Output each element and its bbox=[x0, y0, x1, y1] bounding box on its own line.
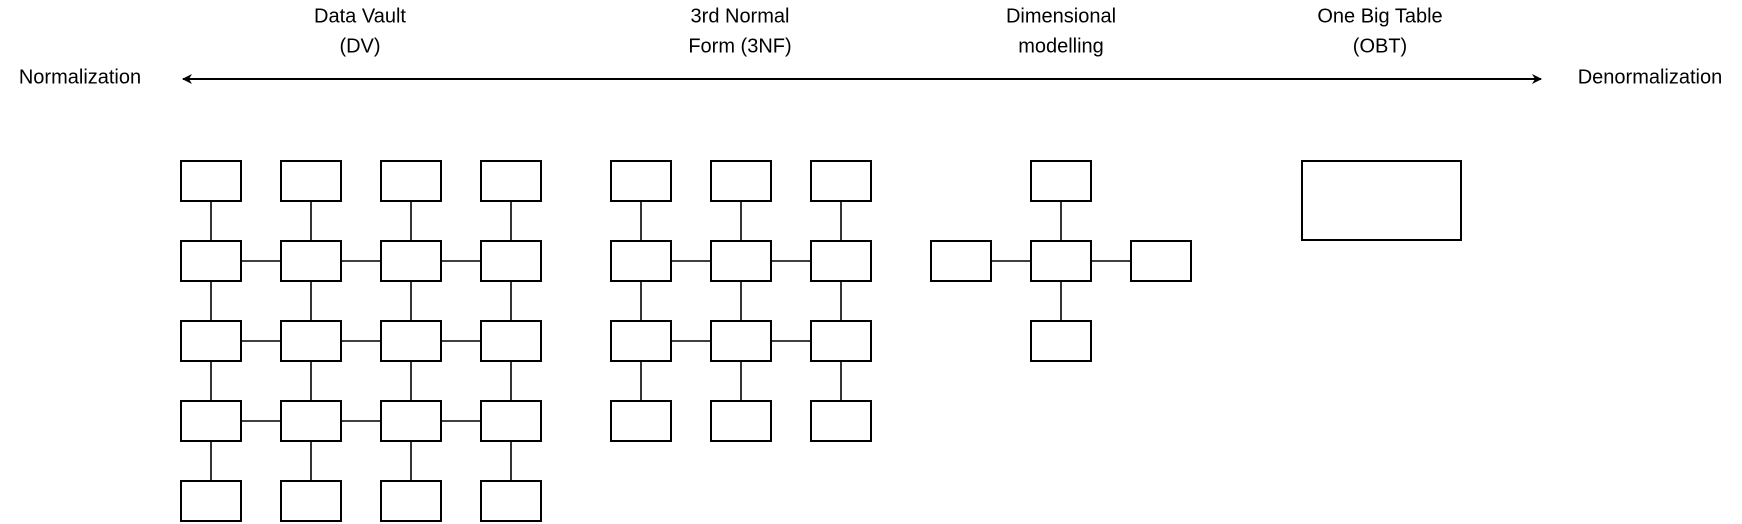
table-box bbox=[810, 320, 872, 362]
satellite-table-box bbox=[810, 160, 872, 202]
data-vault-schema bbox=[180, 160, 542, 522]
category-title-line1: 3rd Normal bbox=[691, 5, 790, 27]
satellite-table-box bbox=[180, 160, 242, 202]
dimension-table-box bbox=[930, 240, 992, 282]
satellite-table-box bbox=[280, 160, 342, 202]
axis-right-label: Denormalization bbox=[1578, 66, 1723, 88]
table-box bbox=[480, 320, 542, 362]
table-box bbox=[710, 240, 772, 282]
category-title-3nf: 3rd Normal Form (3NF) bbox=[688, 5, 791, 57]
dimension-table-box bbox=[1130, 240, 1192, 282]
satellite-table-box bbox=[710, 400, 772, 442]
table-box bbox=[180, 320, 242, 362]
table-box bbox=[380, 320, 442, 362]
satellite-table-box bbox=[610, 400, 672, 442]
table-box bbox=[480, 400, 542, 442]
table-box bbox=[610, 240, 672, 282]
category-title-line2: Form (3NF) bbox=[688, 35, 791, 57]
category-title-line1: Dimensional bbox=[1006, 5, 1116, 27]
dimensional-star-schema bbox=[930, 160, 1192, 362]
satellite-table-box bbox=[810, 400, 872, 442]
table-box bbox=[380, 240, 442, 282]
category-title-line1: Data Vault bbox=[314, 5, 406, 27]
table-box bbox=[280, 320, 342, 362]
table-box bbox=[380, 400, 442, 442]
satellite-table-box bbox=[180, 480, 242, 522]
dimension-table-box bbox=[1030, 160, 1092, 202]
dimension-table-box bbox=[1030, 320, 1092, 362]
satellite-table-box bbox=[710, 160, 772, 202]
one-big-table-schema bbox=[1301, 160, 1462, 241]
table-box bbox=[610, 320, 672, 362]
table-box bbox=[480, 240, 542, 282]
table-box bbox=[180, 400, 242, 442]
satellite-table-box bbox=[610, 160, 672, 202]
fact-table-box bbox=[1030, 240, 1092, 282]
table-box bbox=[710, 320, 772, 362]
table-box bbox=[180, 240, 242, 282]
category-title-dv: Data Vault (DV) bbox=[314, 5, 406, 57]
satellite-table-box bbox=[480, 480, 542, 522]
satellite-table-box bbox=[280, 480, 342, 522]
table-box bbox=[810, 240, 872, 282]
satellite-table-box bbox=[380, 480, 442, 522]
category-title-obt: One Big Table (OBT) bbox=[1317, 5, 1442, 57]
one-big-table-box bbox=[1301, 160, 1462, 241]
category-title-line1: One Big Table bbox=[1317, 5, 1442, 27]
table-box bbox=[280, 400, 342, 442]
category-title-line2: modelling bbox=[1018, 35, 1104, 57]
category-title-line2: (DV) bbox=[339, 35, 380, 57]
satellite-table-box bbox=[380, 160, 442, 202]
category-title-line2: (OBT) bbox=[1353, 35, 1407, 57]
satellite-table-box bbox=[480, 160, 542, 202]
table-box bbox=[280, 240, 342, 282]
third-normal-form-schema bbox=[610, 160, 872, 442]
category-title-dimensional: Dimensional modelling bbox=[1006, 5, 1116, 57]
axis-left-label: Normalization bbox=[19, 66, 141, 88]
